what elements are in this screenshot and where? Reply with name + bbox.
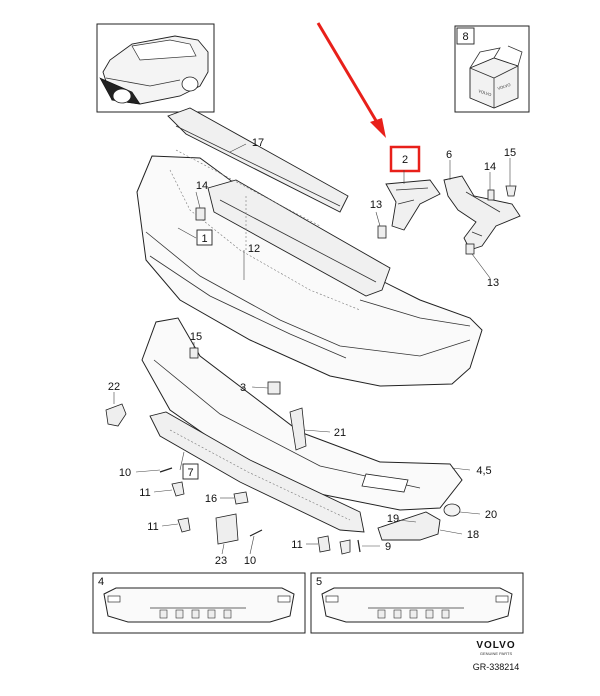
callout-8: 8 bbox=[462, 31, 468, 43]
fasteners-top bbox=[195, 185, 517, 255]
callout-22: 22 bbox=[108, 381, 120, 393]
callout-11-bottom: 11 bbox=[291, 539, 302, 551]
variant-inset-4: 4 bbox=[92, 572, 306, 634]
bumper-beam bbox=[167, 107, 391, 297]
callout-13-right: 13 bbox=[487, 277, 499, 289]
highlight-arrow bbox=[316, 22, 386, 138]
kit-box-inset: 8 VOLVO VOLVO bbox=[454, 25, 530, 113]
bracket-part-2 bbox=[385, 145, 441, 231]
brand-subtitle: GENUINE PARTS bbox=[480, 651, 513, 656]
callout-23: 23 bbox=[215, 555, 227, 567]
callout-21: 21 bbox=[334, 427, 346, 439]
callout-10-left: 10 bbox=[119, 467, 131, 479]
callout-15-upper-right: 15 bbox=[504, 147, 516, 159]
callout-18: 18 bbox=[467, 529, 479, 541]
skid-plate bbox=[149, 411, 365, 533]
document-id: GR-338214 bbox=[473, 662, 520, 672]
callout-4-5: 4,5 bbox=[476, 465, 491, 477]
vehicle-overview-inset bbox=[96, 23, 215, 113]
callout-2: 2 bbox=[402, 154, 408, 166]
leader-lines bbox=[113, 143, 511, 555]
callout-9: 9 bbox=[385, 541, 391, 553]
callout-20: 20 bbox=[485, 509, 497, 521]
reflector-parts bbox=[377, 503, 461, 541]
callout-12: 12 bbox=[248, 243, 260, 255]
callout-10-bottom: 10 bbox=[244, 555, 256, 567]
svg-text:VOLVO: VOLVO bbox=[478, 88, 492, 97]
callout-labels: 17 14 1 12 2 6 14 15 13 13 15 22 3 21 4,… bbox=[108, 137, 516, 567]
callout-1: 1 bbox=[201, 233, 207, 245]
callout-11-lower: 11 bbox=[147, 521, 158, 533]
callout-6: 6 bbox=[446, 149, 452, 161]
callout-16: 16 bbox=[205, 493, 217, 505]
callout-19: 19 bbox=[387, 513, 399, 525]
svg-text:VOLVO: VOLVO bbox=[497, 82, 511, 91]
callout-14-upper-left: 14 bbox=[196, 180, 208, 192]
callout-11-upper: 11 bbox=[139, 487, 150, 499]
callout-14-upper-right: 14 bbox=[484, 161, 496, 173]
fasteners-bottom bbox=[105, 347, 361, 555]
callout-4: 4 bbox=[98, 576, 104, 588]
callout-13-left: 13 bbox=[370, 199, 382, 211]
callout-17: 17 bbox=[252, 137, 264, 149]
callout-3: 3 bbox=[240, 382, 246, 394]
bracket-part-6 bbox=[443, 175, 521, 251]
variant-inset-5: 5 bbox=[310, 572, 524, 634]
callout-5: 5 bbox=[316, 576, 322, 588]
highlight-box bbox=[389, 145, 421, 173]
footer: VOLVO GENUINE PARTS GR-338214 bbox=[473, 640, 520, 672]
brand-logo: VOLVO bbox=[476, 640, 515, 651]
callout-15-middle: 15 bbox=[190, 331, 202, 343]
callout-7: 7 bbox=[187, 467, 193, 479]
